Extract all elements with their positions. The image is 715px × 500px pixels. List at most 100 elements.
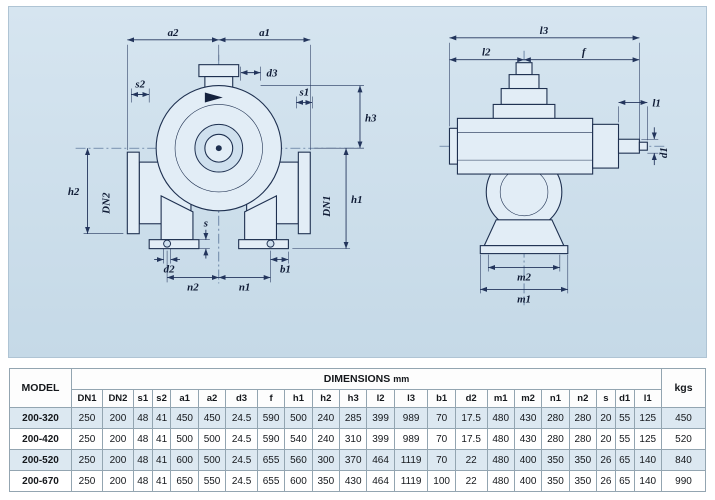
dimension-cell-m2: 400 xyxy=(513,449,543,471)
dimension-cell-d3: 24.5 xyxy=(225,428,258,450)
column-header-s1: s1 xyxy=(132,389,153,408)
kgs-header: kgs xyxy=(661,368,706,408)
model-cell: 200-420 xyxy=(9,428,72,450)
dim-label-l1: l1 xyxy=(652,97,661,109)
left-anchor-hole xyxy=(163,239,172,248)
dimension-cell-DN2: 200 xyxy=(101,449,134,471)
side-view-dimensions: l3 l2 f l1 d1 xyxy=(449,25,670,305)
dim-label-f: f xyxy=(582,47,587,59)
top-step-2 xyxy=(508,74,540,90)
front-view: a2 a1 d3 s2 s1 xyxy=(68,27,377,294)
column-header-DN2: DN2 xyxy=(101,389,134,408)
dimension-cell-d2: 22 xyxy=(454,449,488,471)
dimension-cell-m2: 430 xyxy=(513,428,543,450)
dimension-cell-DN1: 250 xyxy=(71,407,103,429)
dimension-cell-l2: 464 xyxy=(366,449,395,471)
dimension-cell-DN2: 200 xyxy=(101,428,134,450)
dimension-cell-l3: 989 xyxy=(393,428,429,450)
column-header-h2: h2 xyxy=(311,389,341,408)
front-view-dimensions: a2 a1 d3 s2 s1 xyxy=(68,27,377,294)
casing-inner-wall xyxy=(174,104,263,193)
dimension-cell-h2: 240 xyxy=(311,407,341,429)
dimension-cell-s1: 48 xyxy=(132,470,153,492)
column-header-a2: a2 xyxy=(197,389,227,408)
dimension-cell-f: 590 xyxy=(256,428,286,450)
dimension-cell-d2: 17.5 xyxy=(454,428,488,450)
dimension-cell-d1: 55 xyxy=(614,407,635,429)
pedestal xyxy=(483,219,565,247)
dim-label-s2: s2 xyxy=(134,79,145,91)
dimension-cell-l2: 399 xyxy=(366,407,395,429)
dimension-cell-DN2: 200 xyxy=(101,407,134,429)
dimension-cell-l2: 399 xyxy=(366,428,395,450)
dimension-cell-DN1: 250 xyxy=(71,470,103,492)
dimension-cell-b1: 70 xyxy=(427,407,456,429)
kgs-cell: 520 xyxy=(661,428,706,450)
dimension-cell-m1: 480 xyxy=(486,470,515,492)
dimension-cell-l3: 1119 xyxy=(393,449,429,471)
dimension-cell-s1: 48 xyxy=(132,407,153,429)
dim-label-h3: h3 xyxy=(365,112,377,124)
dimension-cell-d3: 24.5 xyxy=(225,449,258,471)
top-flange-block xyxy=(198,64,240,78)
dimension-cell-s1: 48 xyxy=(132,428,153,450)
dimensions-header-label: DIMENSIONS xyxy=(323,373,391,385)
column-header-d3: d3 xyxy=(225,389,258,408)
dimension-cell-h3: 430 xyxy=(339,470,368,492)
column-header-l2: l2 xyxy=(366,389,395,408)
dimension-cell-n2: 350 xyxy=(568,449,598,471)
dimension-cell-s2: 41 xyxy=(151,449,172,471)
dimension-cell-h1: 540 xyxy=(284,428,313,450)
dimension-cell-l1: 140 xyxy=(633,449,663,471)
dimension-cell-d1: 65 xyxy=(614,470,635,492)
dimension-cell-a1: 450 xyxy=(170,407,199,429)
dimension-cell-b1: 100 xyxy=(427,470,456,492)
dim-label-l3: l3 xyxy=(540,25,549,37)
dimensions-header: DIMENSIONS mm xyxy=(71,368,662,390)
dimension-cell-f: 655 xyxy=(256,470,286,492)
dimension-cell-d2: 22 xyxy=(454,470,488,492)
dim-label-h2: h2 xyxy=(68,186,80,198)
dimension-cell-h3: 370 xyxy=(339,449,368,471)
column-header-l3: l3 xyxy=(393,389,429,408)
dimension-cell-l1: 125 xyxy=(633,407,663,429)
dimension-cell-n2: 350 xyxy=(568,470,598,492)
dimension-cell-d3: 24.5 xyxy=(225,470,258,492)
left-end-cover xyxy=(448,127,458,165)
dimension-cell-n1: 280 xyxy=(541,428,570,450)
column-header-l1: l1 xyxy=(633,389,663,408)
casing-side xyxy=(456,117,594,175)
dimension-cell-n1: 350 xyxy=(541,470,570,492)
dim-label-l2: l2 xyxy=(482,47,491,59)
kgs-cell: 840 xyxy=(661,449,706,471)
dimension-cell-h1: 560 xyxy=(284,449,313,471)
dimension-cell-h3: 285 xyxy=(339,407,368,429)
model-cell: 200-670 xyxy=(9,470,72,492)
kgs-cell: 990 xyxy=(661,470,706,492)
dimension-cell-DN1: 250 xyxy=(71,449,103,471)
dim-label-a1: a1 xyxy=(259,27,270,39)
right-anchor-hole xyxy=(266,239,275,248)
dimension-cell-s1: 48 xyxy=(132,449,153,471)
dimension-cell-h2: 300 xyxy=(311,449,341,471)
dim-label-d1: d1 xyxy=(658,147,670,158)
shaft-center xyxy=(215,145,222,152)
dimension-cell-a2: 500 xyxy=(197,449,227,471)
base-plate xyxy=(479,245,569,255)
dim-label-n2: n2 xyxy=(187,281,199,293)
dimension-cell-a1: 650 xyxy=(170,470,199,492)
dim-label-m2: m2 xyxy=(517,271,531,283)
dimension-cell-a1: 600 xyxy=(170,449,199,471)
dim-label-m1: m1 xyxy=(517,293,531,305)
dimension-cell-f: 655 xyxy=(256,449,286,471)
dimension-cell-s2: 41 xyxy=(151,470,172,492)
dimension-cell-d2: 17.5 xyxy=(454,407,488,429)
dim-label-a2: a2 xyxy=(168,27,179,39)
dimension-cell-h3: 310 xyxy=(339,428,368,450)
column-header-a1: a1 xyxy=(170,389,199,408)
